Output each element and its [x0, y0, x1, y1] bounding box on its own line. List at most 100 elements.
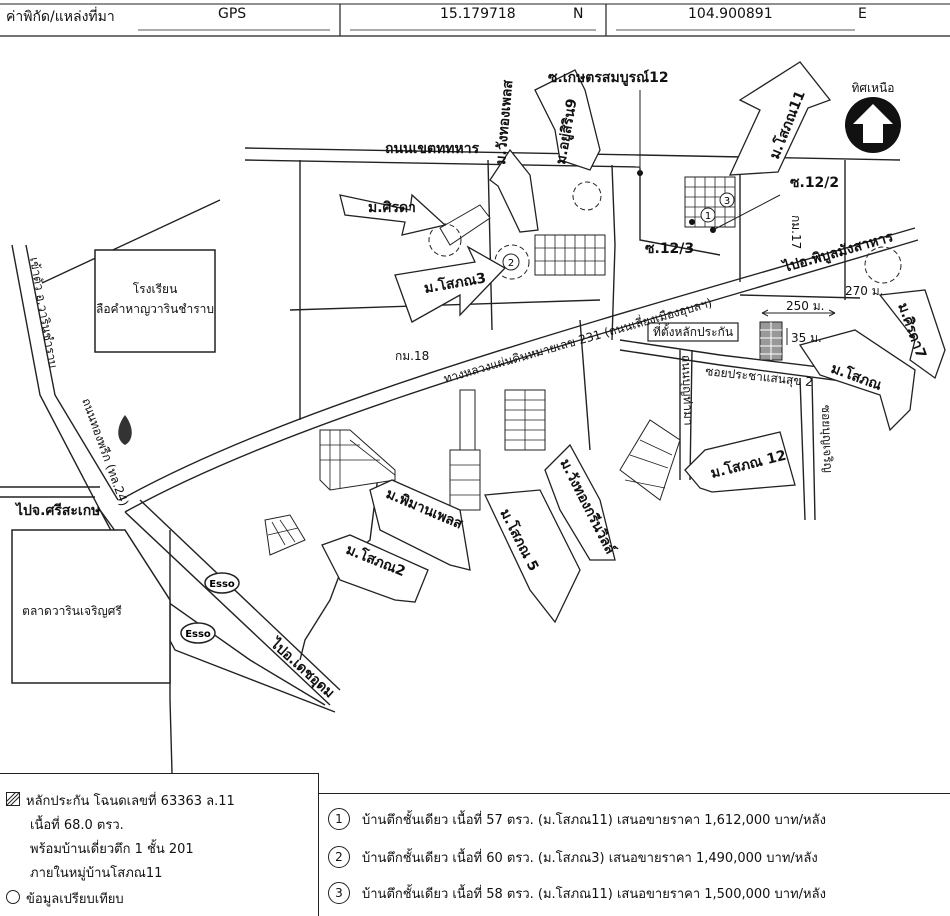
- road-soi-12-2: ซ.12/2: [790, 175, 839, 191]
- longitude-value: 104.900891: [688, 6, 773, 22]
- arrow-sirada7: [878, 289, 946, 380]
- marker-2: 2: [502, 253, 520, 271]
- arrow-piman: [369, 479, 471, 571]
- comparable-text-2: บ้านตึกชั้นเดียว เนื้อที่ 60 ตรว. (ม.โสภ…: [362, 850, 818, 866]
- property-label: ที่ตั้งหลักประกัน: [653, 323, 733, 339]
- local-road-h: [739, 294, 861, 299]
- distance-270-label: 270 ม.: [845, 284, 883, 298]
- marker-3-label: 3: [724, 196, 730, 207]
- school-name-line2: ลือคำหาญวารินชำราบ: [96, 302, 214, 316]
- local-road-c: [611, 164, 616, 341]
- arrow-sophon: [798, 329, 916, 432]
- road-thahan-24: ถนนทองพรีก (ทล.24): [79, 396, 131, 508]
- comparable-number-1: 1: [328, 808, 350, 830]
- soi-12-3-road: [639, 168, 721, 256]
- comparable-row-2: 2 บ้านตึกชั้นเดียว เนื้อที่ 60 ตรว. (ม.โ…: [328, 846, 818, 868]
- road-khet-thahan: ถนนเขตททหาร: [385, 141, 480, 157]
- longitude-direction: E: [858, 6, 867, 22]
- village-sirada: ม.ศิรดา: [368, 200, 416, 216]
- circle-icon: [6, 890, 20, 904]
- road-soi-kasem: ซ.เกษตรสมบูรณ์12: [548, 69, 669, 86]
- arrow-sophon5: [484, 489, 581, 624]
- arrow-sophon11: [728, 61, 832, 176]
- distance-250: 250 ม.: [761, 299, 836, 317]
- diagonal-road-left: [41, 199, 221, 284]
- marker-1: 1: [700, 207, 716, 223]
- road-to-sisaket: ไปจ.ศรีสะเกษ: [14, 501, 100, 519]
- local-road-f: [289, 299, 601, 311]
- arrow-usirin: [534, 69, 601, 171]
- marker-2-label: 2: [508, 258, 514, 269]
- leader-soi-12-2: [712, 194, 781, 231]
- distance-250-label: 250 ม.: [786, 299, 824, 313]
- grid-central: [449, 389, 546, 511]
- comparable-number-2: 2: [328, 846, 350, 868]
- market-name: ตลาดวารินเจริญศรี: [22, 604, 122, 618]
- road-km17: กม.17: [789, 215, 803, 249]
- comparable-text-3: บ้านตึกชั้นเดียว เนื้อที่ 58 ตรว. (ม.โสภ…: [362, 886, 826, 902]
- header-frame: [0, 3, 950, 37]
- boon-thama-road-inner: [689, 349, 693, 481]
- boon-charoen-road-inner: [811, 377, 816, 521]
- det-udom-road: [124, 511, 331, 706]
- esso-label-2: Esso: [185, 629, 211, 640]
- arrow-wangthong-place: [489, 148, 539, 233]
- comparable-row-1: 1 บ้านตึกชั้นเดียว เนื้อที่ 57 ตรว. (ม.โ…: [328, 808, 826, 830]
- grid-sophon12: [619, 419, 681, 501]
- esso-station-1: Esso: [204, 572, 240, 594]
- legend-line-3: พร้อมบ้านเดี่ยวตึก 1 ชั้น 201: [30, 842, 194, 857]
- esso-label-1: Esso: [209, 579, 235, 590]
- arrow-wangthong-green: [544, 443, 616, 561]
- hatch-icon: [6, 792, 20, 806]
- property-label-box: [647, 322, 739, 342]
- road-km18: กม.18: [395, 349, 429, 363]
- comparable-text-1: บ้านตึกชั้นเดียว เนื้อที่ 57 ตรว. (ม.โสภ…: [362, 812, 826, 828]
- coordinate-label: ค่าพิกัด/แหล่งที่มา: [6, 9, 115, 25]
- grid-property: [759, 321, 783, 361]
- distance-35-label: 35 ม.: [791, 331, 822, 345]
- esso-station-2: Esso: [180, 622, 216, 644]
- grid-wangthong: [534, 234, 606, 276]
- comparables-panel: 1 บ้านตึกชั้นเดียว เนื้อที่ 57 ตรว. (ม.โ…: [318, 793, 950, 916]
- legend-line-4: ภายในหมู่บ้านโสภณ11: [30, 866, 163, 881]
- boon-charoen-road: [799, 377, 806, 521]
- legend-line-2: เนื้อที่ 68.0 ตรว.: [30, 818, 124, 833]
- legend-panel: หลักประกัน โฉนดเลขที่ 63363 ล.11 เนื้อที…: [0, 773, 319, 916]
- marker-3: 3: [719, 192, 735, 208]
- arrow-sirada: [339, 193, 447, 236]
- school-box: [94, 249, 216, 353]
- grid-piman: [319, 429, 396, 491]
- coordinate-source: GPS: [218, 6, 247, 22]
- market-box: [11, 529, 171, 684]
- dashed-circles: [428, 181, 902, 284]
- marker-dot-1: [689, 219, 695, 225]
- road-soi-12-3: ซ.12/3: [645, 241, 694, 257]
- north-arrow-icon: [845, 97, 901, 153]
- market-road: [169, 530, 173, 774]
- legend-line-1: หลักประกัน โฉนดเลขที่ 63363 ล.11: [26, 794, 235, 809]
- road-soi-right: ซอยบุญเจริญ: [818, 405, 835, 474]
- comparable-row-3: 3 บ้านตึกชั้นเดียว เนื้อที่ 58 ตรว. (ม.โ…: [328, 882, 826, 904]
- legend-line-5: ข้อมูลเปรียบเทียบ: [26, 892, 124, 907]
- det-udom-road-inner: [139, 499, 341, 691]
- coordinate-header: ค่าพิกัด/แหล่งที่มา GPS 15.179718 N 104.…: [0, 0, 950, 40]
- comparable-number-3: 3: [328, 882, 350, 904]
- north-label: ทิศเหนือ: [852, 81, 895, 95]
- village-wangthong-place: ม.วังทองเพลส: [493, 79, 516, 165]
- latitude-value: 15.179718: [440, 6, 516, 22]
- highway-231: [119, 227, 919, 513]
- gas-station-icon: [118, 415, 132, 445]
- local-road-b: [487, 159, 493, 331]
- school-name-line1: โรงเรียน: [133, 282, 178, 296]
- marker-1-label: 1: [705, 211, 711, 222]
- latitude-direction: N: [573, 6, 584, 22]
- road-soi-prasha: ซอยประชาแสนสุข 2: [705, 364, 814, 390]
- local-road-i: [299, 459, 381, 661]
- arrow-sophon12: [684, 431, 796, 493]
- grid-sophon2: [264, 514, 306, 556]
- road-soi-middle: ถนนบุญท่ามา: [678, 355, 695, 426]
- local-road-g: [579, 319, 591, 451]
- arrow-sophon2: [321, 534, 429, 603]
- arrow-sophon3: [394, 245, 507, 323]
